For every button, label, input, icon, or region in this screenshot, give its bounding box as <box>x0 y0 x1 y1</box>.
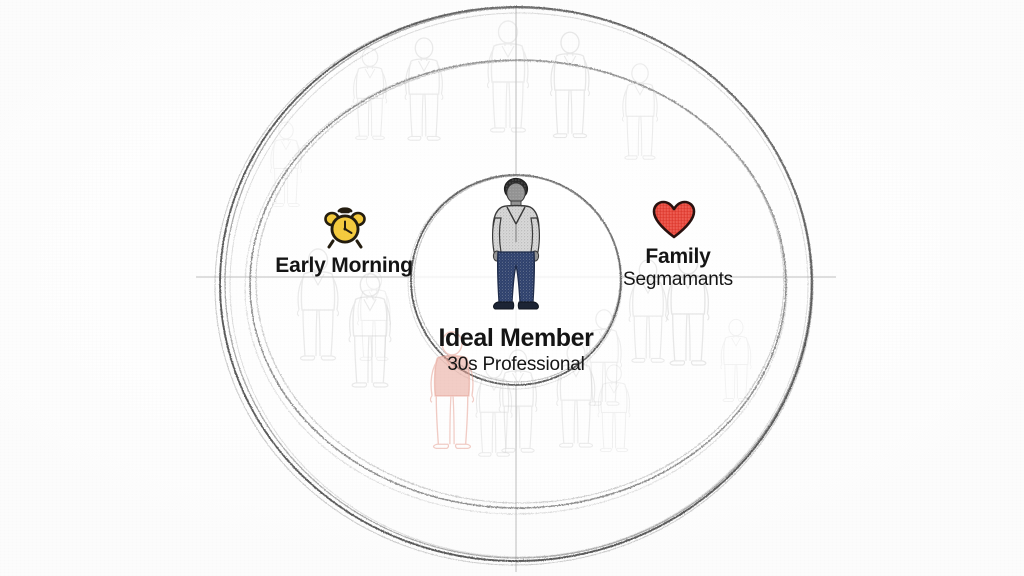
crowd-figure <box>404 37 444 141</box>
middle-ring <box>244 59 788 515</box>
page-subtitle: 30s Professional <box>447 353 585 375</box>
ideal-member-figure <box>476 176 556 316</box>
label-family-segments: Family Segmamants <box>623 245 733 291</box>
alarm-clock-icon-svg <box>324 207 366 249</box>
heart-icon <box>652 200 696 245</box>
label-early-morning-title: Early Morning <box>275 254 413 277</box>
alarm-clock-icon <box>322 204 368 255</box>
ideal-member-figure-svg <box>492 177 540 310</box>
crowd-figure-highlight-fill <box>434 355 470 396</box>
figure-shoes <box>493 301 515 310</box>
crowd-figure <box>720 318 752 403</box>
crowd-figure <box>352 47 388 140</box>
heart-shape <box>652 200 696 239</box>
inner-ring <box>407 174 623 390</box>
figure-pants <box>496 251 536 303</box>
label-family-subtitle: Segmamants <box>623 269 733 291</box>
crowd-figure <box>549 31 591 139</box>
page-title: Ideal Member <box>438 324 594 352</box>
crowd-figure <box>269 121 303 208</box>
outer-ring <box>214 6 814 566</box>
label-family-title: Family <box>645 245 711 268</box>
crowd-group <box>269 20 752 457</box>
crowd-figure <box>621 63 659 160</box>
figure-face <box>506 182 526 204</box>
label-early-morning: Early Morning <box>275 254 413 277</box>
crowd-figure <box>486 20 530 133</box>
heart-icon-svg <box>652 200 696 239</box>
center-label-block: Ideal Member 30s Professional <box>439 325 594 375</box>
